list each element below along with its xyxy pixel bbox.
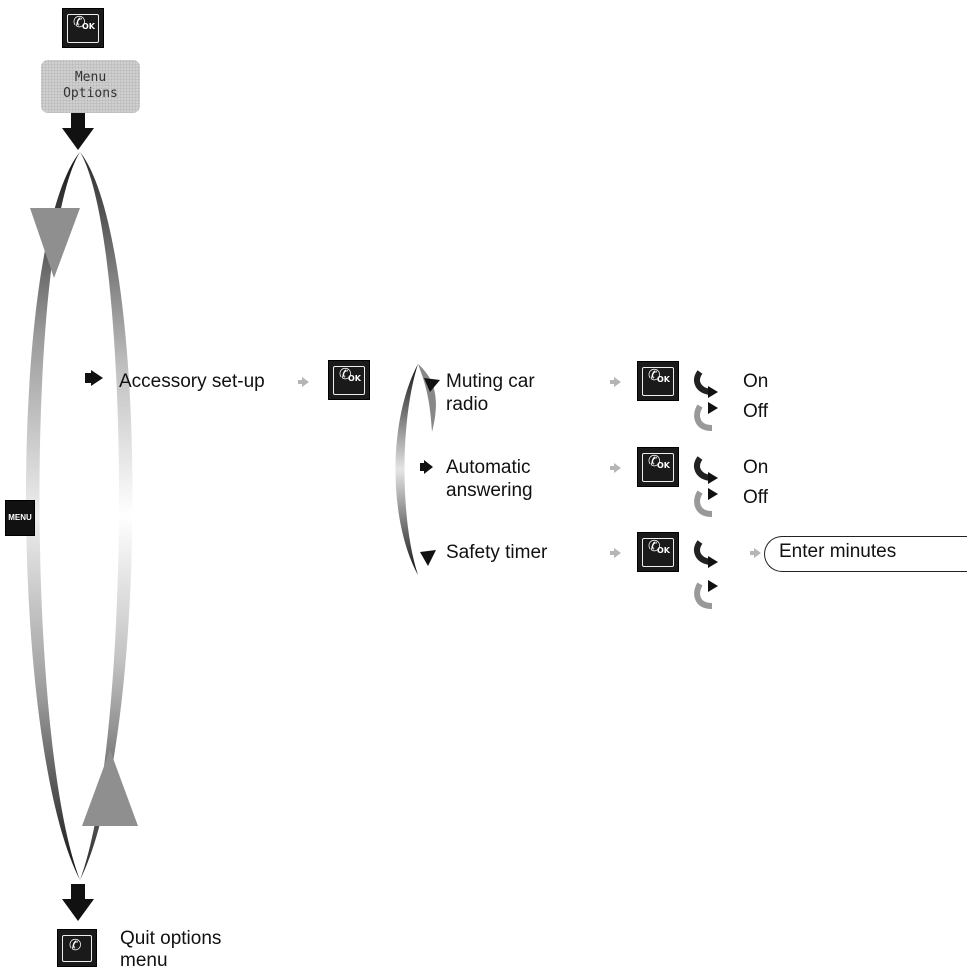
key-frame (642, 367, 674, 396)
option-on[interactable]: On (743, 457, 769, 478)
menu-loop-icon (26, 152, 138, 880)
menu-key[interactable]: MENU (5, 500, 35, 536)
end-call-icon: ✆ (69, 936, 82, 954)
circular-arrow-icon (694, 540, 718, 609)
option-off[interactable]: Off (743, 401, 768, 422)
circular-arrow-icon (694, 370, 718, 431)
quit-label-line2: menu (120, 950, 168, 971)
small-step-arrow-icon (610, 463, 621, 473)
end-call-key[interactable]: ✆ (57, 929, 97, 967)
muting-label-line2[interactable]: radio (446, 394, 489, 415)
ok-label: OK (657, 546, 670, 555)
phone-icon: ✆ (648, 537, 661, 555)
phone-icon: ✆ (648, 366, 661, 384)
phone-icon: ✆ (648, 452, 661, 470)
enter-minutes-label: Enter minutes (779, 541, 897, 562)
muting-label-line1[interactable]: Muting car (446, 371, 535, 392)
ok-key-muting[interactable]: ✆ OK (637, 361, 679, 401)
small-step-arrow-icon (610, 377, 621, 387)
lcd-line-2: Options (63, 86, 118, 101)
right-arrow-icon (85, 370, 103, 386)
accessory-setup-label[interactable]: Accessory set-up (119, 371, 265, 392)
ok-label: OK (657, 461, 670, 470)
quit-label-line1: Quit options (120, 928, 222, 949)
ok-key-auto-answer[interactable]: ✆ OK (637, 447, 679, 487)
key-frame (333, 366, 365, 395)
enter-minutes-field[interactable] (764, 536, 967, 572)
circular-arrow-icon (694, 456, 718, 517)
small-step-arrow-icon (610, 548, 621, 558)
ok-key-safety[interactable]: ✆ OK (637, 532, 679, 572)
key-frame (642, 453, 674, 482)
option-on[interactable]: On (743, 371, 769, 392)
key-frame (642, 538, 674, 567)
phone-icon: ✆ (73, 13, 86, 31)
phone-icon: ✆ (339, 365, 352, 383)
ok-label: OK (348, 374, 361, 383)
auto-answer-label-line1[interactable]: Automatic (446, 457, 531, 478)
key-frame (62, 935, 92, 962)
ok-label: OK (82, 22, 95, 31)
small-step-arrow-icon (298, 377, 309, 387)
down-arrow-icon (62, 113, 94, 150)
key-frame (67, 14, 99, 43)
ok-key-top[interactable]: ✆ OK (62, 8, 104, 48)
small-step-arrow-icon (750, 548, 761, 558)
right-arrow-icon (420, 460, 433, 474)
option-off[interactable]: Off (743, 487, 768, 508)
safety-timer-label[interactable]: Safety timer (446, 542, 548, 563)
down-arrow-icon (62, 884, 94, 921)
ok-key-accessory[interactable]: ✆ OK (328, 360, 370, 400)
auto-answer-label-line2[interactable]: answering (446, 480, 533, 501)
lcd-line-1: Menu (74, 70, 107, 85)
lcd-display: Menu Options (41, 60, 140, 113)
submenu-loop-icon (395, 364, 440, 575)
ok-label: OK (657, 375, 670, 384)
